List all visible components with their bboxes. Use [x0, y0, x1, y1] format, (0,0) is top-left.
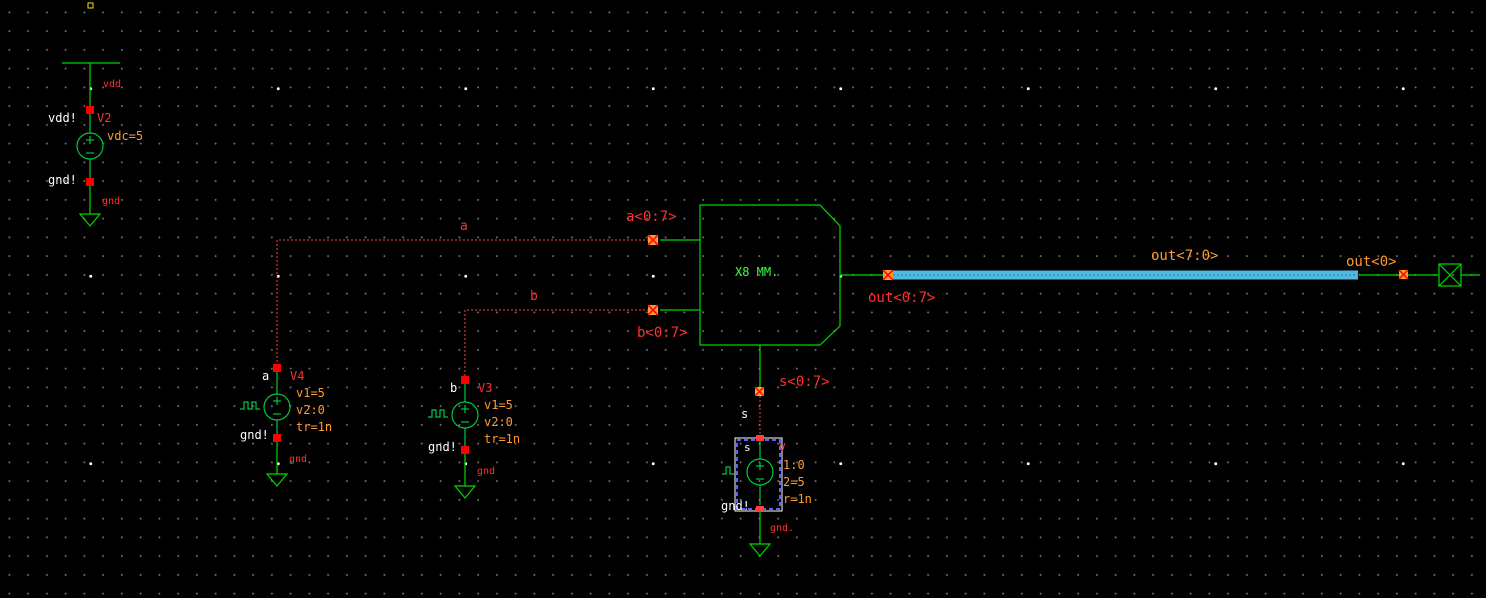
block-outline [699, 204, 841, 346]
pulse-source-v4[interactable] [240, 364, 291, 487]
s-source-gnd-net-label: gnd. [770, 523, 795, 534]
s-source-net-label: s [744, 441, 751, 454]
v4-v1-label: v1=5 [296, 386, 325, 400]
vdd-source-pin-plus[interactable] [86, 106, 94, 114]
net-s-label: s [741, 407, 749, 421]
v4-instance-label: V4 [290, 369, 305, 383]
v3-instance-label: V3 [478, 381, 493, 395]
s-source-tr-label: r=1n [783, 492, 812, 506]
v4-net-label: a [262, 369, 270, 383]
no-connect-terminal-icon[interactable] [1438, 263, 1480, 287]
pin-b-label: b<0:7> [637, 325, 688, 341]
s-source-gnd-pin-label: gnd! [721, 499, 750, 513]
ground-icon [265, 473, 289, 487]
v3-pin-plus[interactable] [461, 376, 469, 384]
s-source-instance-label: V [779, 441, 786, 454]
out-bus-label: out<7:0> [1151, 248, 1219, 264]
pin-a-label: a<0:7> [626, 209, 677, 225]
out-bit-label: out<0> [1346, 254, 1397, 270]
gnd-pin-label: gnd! [48, 173, 77, 187]
v4-pin-plus[interactable] [273, 364, 281, 372]
origin-marker [87, 2, 94, 9]
net-a-wire[interactable] [276, 239, 653, 368]
v2-instance-label: V2 [97, 111, 112, 125]
v3-tr-label: tr=1n [484, 432, 521, 446]
pulse-waveform-icon [428, 409, 448, 418]
pulse-waveform-icon [240, 401, 260, 410]
pin-marker-out-bit[interactable] [1398, 269, 1409, 280]
net-b-label: b [530, 289, 538, 304]
pin-marker-a[interactable] [647, 234, 659, 246]
v4-v2-label: v2:0 [296, 403, 325, 417]
vdd-source-v2[interactable] [62, 62, 120, 227]
block-label: X8 MM. [735, 265, 779, 279]
pin-out-label: out<0:7> [868, 290, 936, 306]
pin-marker-b[interactable] [647, 304, 659, 316]
v4-tr-label: tr=1n [296, 420, 333, 434]
pin-marker-out[interactable] [882, 269, 894, 281]
v4-gnd-pin-label: gnd! [240, 428, 269, 442]
vdd-pin-label: vdd! [48, 111, 77, 125]
x8-mm-block[interactable] [660, 204, 883, 387]
v3-gnd-pin-label: gnd! [428, 440, 457, 454]
pulse-source-v3[interactable] [428, 376, 479, 499]
pin-marker-s[interactable] [754, 386, 765, 397]
v3-v1-label: v1=5 [484, 398, 513, 412]
ground-icon [78, 213, 102, 227]
v3-pin-minus[interactable] [461, 446, 469, 454]
pulse-waveform-icon [722, 466, 734, 475]
ground-icon [453, 485, 477, 499]
pulse-source-s-selected[interactable] [722, 435, 783, 557]
v4-gnd-net-label: gnd [289, 454, 308, 465]
net-a-label: a [460, 219, 468, 234]
v3-net-label: b [450, 381, 458, 395]
v3-gnd-net-label: gnd [477, 466, 496, 477]
v3-v2-label: v2:0 [484, 415, 513, 429]
s-source-v2-label: 2=5 [783, 475, 805, 489]
v4-pin-minus[interactable] [273, 434, 281, 442]
vdd-source-pin-minus[interactable] [86, 178, 94, 186]
s-source-v1-label: 1:0 [783, 458, 805, 472]
ground-icon [748, 543, 772, 557]
net-b-wire[interactable] [464, 309, 653, 380]
gnd-net-label: gnd [102, 196, 121, 207]
pin-s-label: s<0:7> [779, 374, 830, 390]
vdc-property-label: vdc=5 [107, 129, 144, 143]
vdd-net-label: vdd [103, 79, 122, 90]
